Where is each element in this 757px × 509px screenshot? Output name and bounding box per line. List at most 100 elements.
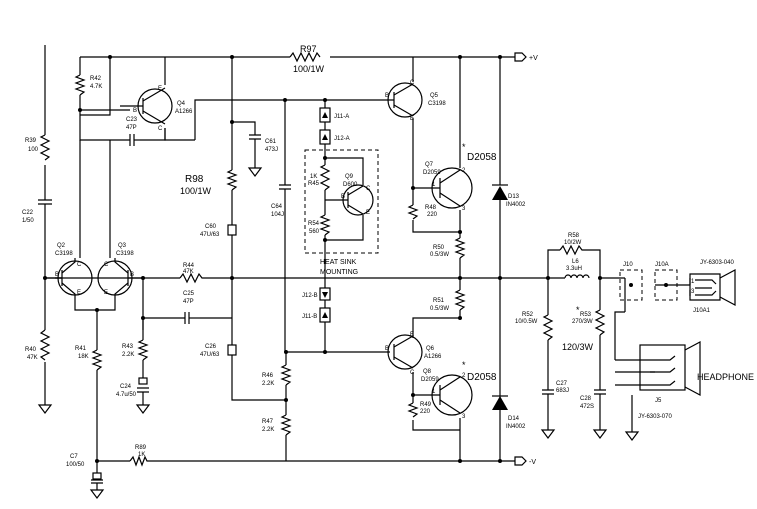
- svg-text:C61: C61: [265, 139, 277, 145]
- pos-rail-label: +V: [529, 55, 538, 62]
- svg-text:1K: 1K: [138, 452, 145, 458]
- svg-text:C25: C25: [183, 291, 195, 297]
- svg-text:B: B: [130, 272, 134, 278]
- svg-text:220: 220: [420, 409, 431, 415]
- svg-text:IN4002: IN4002: [506, 424, 526, 430]
- svg-text:C24: C24: [120, 384, 132, 390]
- capacitor-c26: C26 47U/63: [200, 344, 237, 358]
- svg-text:3.3uH: 3.3uH: [566, 266, 582, 272]
- svg-text:D2058: D2058: [467, 152, 497, 163]
- svg-text:R43: R43: [122, 344, 134, 350]
- capacitor-c25: C25 47P: [183, 291, 200, 324]
- svg-text:R39: R39: [25, 138, 37, 144]
- resistor-r50: R50 0.5/3W: [430, 237, 466, 259]
- resistor-r42: R42 4.7K: [74, 74, 102, 96]
- svg-text:473J: 473J: [265, 147, 278, 153]
- svg-text:R97: R97: [300, 44, 317, 54]
- svg-text:R51: R51: [433, 298, 445, 304]
- svg-text:R54: R54: [308, 221, 320, 227]
- svg-text:A1266: A1266: [424, 354, 442, 360]
- svg-text:C: C: [77, 262, 82, 268]
- capacitor-c64: C64 104J: [271, 184, 291, 218]
- resistor-r49: R49 220: [407, 402, 432, 418]
- transistor-q9: Q9 D600 B C E: [341, 174, 374, 216]
- mounting-label: MOUNTING: [320, 269, 358, 276]
- svg-text:A1266: A1266: [175, 109, 193, 115]
- svg-text:R45: R45: [308, 181, 320, 187]
- svg-text:C3198: C3198: [428, 101, 446, 107]
- svg-text:C: C: [104, 262, 109, 268]
- svg-text:C: C: [158, 126, 163, 132]
- connector-j10a: J10A: [654, 262, 678, 301]
- transistor-q7: Q7 D2059 1 2 3 D2058 *: [423, 142, 497, 212]
- junction-dots: [43, 55, 602, 463]
- svg-text:J10A1: J10A1: [693, 308, 711, 314]
- connector-j10: J10: [619, 262, 643, 301]
- inductor-l6: L6 3.3uH: [564, 259, 590, 279]
- svg-text:R48: R48: [425, 205, 437, 211]
- svg-text:0.5/3W: 0.5/3W: [430, 306, 449, 312]
- svg-text:R44: R44: [183, 263, 195, 269]
- svg-text:D600: D600: [343, 182, 358, 188]
- svg-text:4.7K: 4.7K: [90, 84, 102, 90]
- svg-text:0.5/3W: 0.5/3W: [430, 252, 449, 258]
- svg-text:D13: D13: [508, 194, 520, 200]
- svg-text:Q9: Q9: [345, 174, 354, 180]
- svg-text:C: C: [410, 370, 415, 376]
- svg-text:Q8: Q8: [423, 369, 432, 375]
- resistor-r45: 1K R45: [308, 164, 331, 191]
- svg-text:D2059: D2059: [423, 170, 441, 176]
- capacitor-c7: C7 100/50: [66, 454, 103, 484]
- heat-sink-box: HEAT SINK MOUNTING: [304, 149, 379, 276]
- svg-text:47K: 47K: [27, 355, 38, 361]
- capacitor-c23: C23 47P: [126, 117, 140, 146]
- svg-text:IN4002: IN4002: [506, 202, 526, 208]
- svg-text:560: 560: [309, 229, 320, 235]
- svg-text:3: 3: [462, 206, 466, 212]
- svg-text:J11-A: J11-A: [334, 114, 349, 120]
- svg-text:1: 1: [691, 279, 695, 285]
- svg-text:C3198: C3198: [55, 251, 73, 257]
- resistor-r39: R39 100: [25, 134, 51, 161]
- resistor-r51: R51 0.5/3W: [430, 289, 466, 312]
- svg-text:472S: 472S: [580, 404, 594, 410]
- resistor-r53: R53 270/3W * 120/3W: [562, 305, 606, 352]
- svg-text:1K: 1K: [310, 174, 317, 180]
- svg-text:B: B: [133, 108, 137, 114]
- svg-text:R89: R89: [135, 445, 147, 451]
- capacitor-c61: C61 473J: [249, 134, 278, 153]
- svg-text:220: 220: [427, 212, 438, 218]
- resistor-r44: R44 47K: [179, 263, 205, 284]
- svg-text:J12-B: J12-B: [302, 293, 318, 299]
- wiring: [44, 45, 691, 490]
- svg-text:Q7: Q7: [425, 162, 434, 168]
- svg-text:J12-A: J12-A: [334, 136, 350, 142]
- svg-text:J10A: J10A: [655, 262, 669, 268]
- svg-text:1: 1: [432, 389, 436, 395]
- svg-text:D2059: D2059: [421, 377, 439, 383]
- svg-text:C28: C28: [580, 396, 592, 402]
- svg-text:*: *: [576, 305, 580, 315]
- svg-text:R42: R42: [90, 76, 102, 82]
- svg-text:R41: R41: [75, 346, 87, 352]
- svg-text:18K: 18K: [78, 354, 89, 360]
- svg-text:2.2K: 2.2K: [262, 381, 274, 387]
- svg-text:R50: R50: [433, 245, 445, 251]
- svg-text:100/1W: 100/1W: [293, 64, 325, 74]
- svg-text:C22: C22: [22, 210, 34, 216]
- svg-text:C23: C23: [126, 117, 138, 123]
- svg-text:Q4: Q4: [177, 101, 186, 107]
- svg-text:C64: C64: [271, 204, 283, 210]
- svg-text:C60: C60: [205, 224, 217, 230]
- svg-text:100: 100: [28, 147, 39, 153]
- svg-text:E: E: [410, 116, 414, 122]
- svg-text:1: 1: [432, 182, 436, 188]
- svg-text:E: E: [410, 332, 414, 338]
- resistor-r89: R89 1K: [129, 445, 150, 467]
- jack-j5: J5 JY-6303-070 HEADPHONE: [638, 341, 754, 420]
- svg-text:Q5: Q5: [430, 93, 439, 99]
- svg-text:J5: J5: [655, 398, 662, 404]
- svg-text:100/1W: 100/1W: [180, 186, 212, 196]
- connector-j11b: J11-B: [302, 307, 331, 323]
